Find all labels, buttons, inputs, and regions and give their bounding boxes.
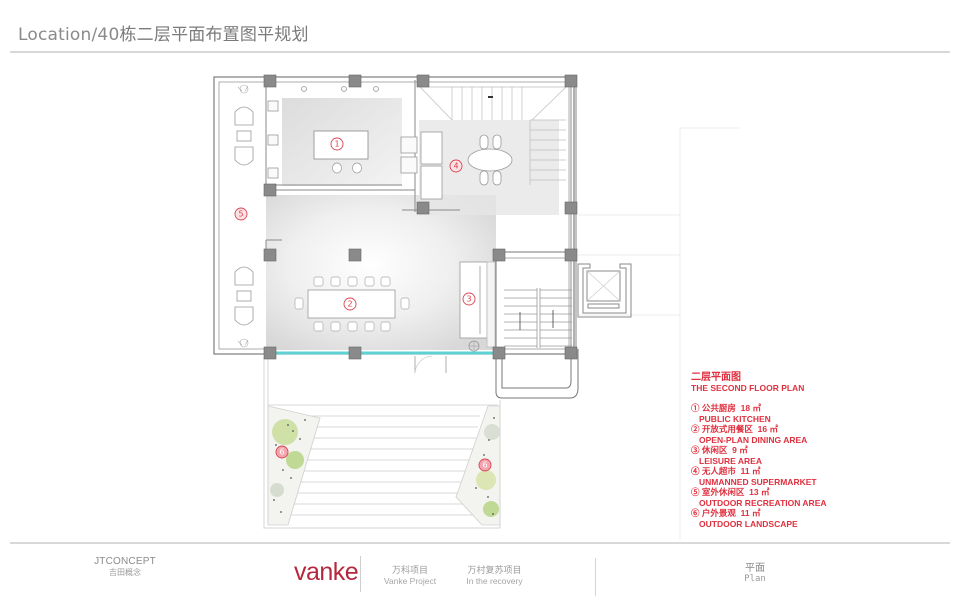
legend-item-en: UNMANNED SUPERMARKET <box>699 476 817 487</box>
zone-marker-3: 3 <box>462 292 476 306</box>
legend-item-area: 9 ㎡ <box>732 445 748 455</box>
legend-item-en: PUBLIC KITCHEN <box>699 413 771 424</box>
kitchen-island <box>313 130 369 174</box>
legend-item-num: ① <box>691 403 700 413</box>
zone-marker-5: 5 <box>234 207 248 221</box>
legend-item-en: LEISURE AREA <box>699 455 762 466</box>
legend-item-num: ③ <box>691 445 700 455</box>
project-en: Vanke Project <box>383 576 437 586</box>
svg-text:6: 6 <box>482 461 487 470</box>
svg-text:3: 3 <box>466 295 471 304</box>
kitchen-sinks <box>267 86 379 179</box>
legend-item-area: 16 ㎡ <box>757 424 778 434</box>
page-title-cn: 栋二层平面布置图平规划 <box>119 25 309 45</box>
dining-table <box>294 276 410 332</box>
zone-marker-1: 1 <box>330 137 344 151</box>
legend-item-area: 11 ㎡ <box>740 466 761 476</box>
columns <box>263 74 578 360</box>
page-title-prefix: Location/40 <box>18 25 120 45</box>
leisure-sofa <box>459 261 496 352</box>
recovery-label: 万村复苏项目 In the recovery <box>457 563 532 586</box>
studio-name-cn: 吉田概念 <box>109 568 141 577</box>
section-en: Plan <box>744 574 766 584</box>
legend-item: ④ 无人超市 11 ㎡ UNMANNED SUPERMARKET <box>691 466 827 487</box>
section-divider <box>595 558 596 596</box>
footer-divider <box>10 542 950 544</box>
svg-text:5: 5 <box>238 210 243 219</box>
planter-right <box>455 405 501 526</box>
zone-marker-2: 2 <box>343 297 357 311</box>
recovery-en: In the recovery <box>466 576 523 586</box>
plan-legend: 二层平面图 THE SECOND FLOOR PLAN ① 公共厨房 18 ㎡ … <box>691 372 827 529</box>
logo-divider <box>360 556 361 592</box>
svg-text:4: 4 <box>453 162 458 171</box>
stair-treads <box>504 288 572 348</box>
section-label: 平面 Plan <box>730 559 780 584</box>
legend-item: ② 开放式用餐区 16 ㎡ OPEN-PLAN DINING AREA <box>691 424 827 445</box>
legend-item: ⑤ 室外休闲区 13 ㎡ OUTDOOR RECREATION AREA <box>691 487 827 508</box>
legend-item-cn: 公共厨房 <box>701 403 736 413</box>
legend-item: ⑥ 户外景观 11 ㎡ OUTDOOR LANDSCAPE <box>691 508 827 529</box>
site-lines <box>578 127 740 540</box>
deck-slats <box>268 404 498 516</box>
lounge-chairs <box>234 106 254 326</box>
potted-plants <box>237 84 249 348</box>
zone-marker-6a: 6 <box>275 445 289 459</box>
legend-item-area: 13 ㎡ <box>749 487 770 497</box>
vanke-logo: vanke <box>294 558 359 586</box>
floor-plan: 1 2 3 4 5 6 6 <box>213 74 740 540</box>
entry-door <box>414 355 447 374</box>
svg-text:1: 1 <box>334 140 339 149</box>
page-title: Location/40栋二层平面布置图平规划 <box>18 20 309 45</box>
legend-item-en: OUTDOOR RECREATION AREA <box>699 497 827 508</box>
studio-name-en: JTCONCEPT <box>94 556 156 567</box>
svg-text:2: 2 <box>347 300 352 309</box>
legend-item-cn: 开放式用餐区 <box>701 424 753 434</box>
legend-item-num: ⑥ <box>691 508 700 518</box>
legend-item-area: 11 ㎡ <box>740 508 761 518</box>
project-label: 万科项目 Vanke Project <box>375 563 445 586</box>
legend-item: ③ 休闲区 9 ㎡ LEISURE AREA <box>691 445 827 466</box>
legend-item-cn: 户外景观 <box>701 508 736 518</box>
legend-item-cn: 无人超市 <box>701 466 736 476</box>
elevator <box>577 263 632 318</box>
legend-item-en: OPEN-PLAN DINING AREA <box>699 434 808 445</box>
header-divider <box>10 51 950 53</box>
legend-item-en: OUTDOOR LANDSCAPE <box>699 518 798 529</box>
project-cn: 万科项目 <box>391 565 428 575</box>
supermarket-table <box>467 134 513 186</box>
legend-title-en: THE SECOND FLOOR PLAN <box>691 383 805 393</box>
zone-marker-4: 4 <box>449 159 463 173</box>
legend-item: ① 公共厨房 18 ㎡ PUBLIC KITCHEN <box>691 403 827 424</box>
legend-item-num: ⑤ <box>691 487 700 497</box>
zone-markers: 1 2 3 4 5 6 6 <box>234 137 492 472</box>
legend-item-cn: 室外休闲区 <box>701 487 745 497</box>
studio-logo: JTCONCEPT 吉田概念 <box>85 556 165 578</box>
legend-item-num: ④ <box>691 466 700 476</box>
legend-title-cn: 二层平面图 <box>691 372 741 383</box>
supermarket-shelves <box>420 131 443 200</box>
svg-text:6: 6 <box>279 448 284 457</box>
recovery-cn: 万村复苏项目 <box>467 565 522 575</box>
legend-item-area: 18 ㎡ <box>740 403 761 413</box>
zone-marker-6b: 6 <box>478 458 492 472</box>
planter-left <box>267 405 321 526</box>
section-cn: 平面 <box>745 563 765 574</box>
kitchen-appliances <box>400 136 418 174</box>
legend-item-num: ② <box>691 424 700 434</box>
upper-staircase <box>419 86 567 185</box>
light-fixture <box>488 96 493 98</box>
legend-item-cn: 休闲区 <box>701 445 728 455</box>
stairwell <box>495 80 579 399</box>
